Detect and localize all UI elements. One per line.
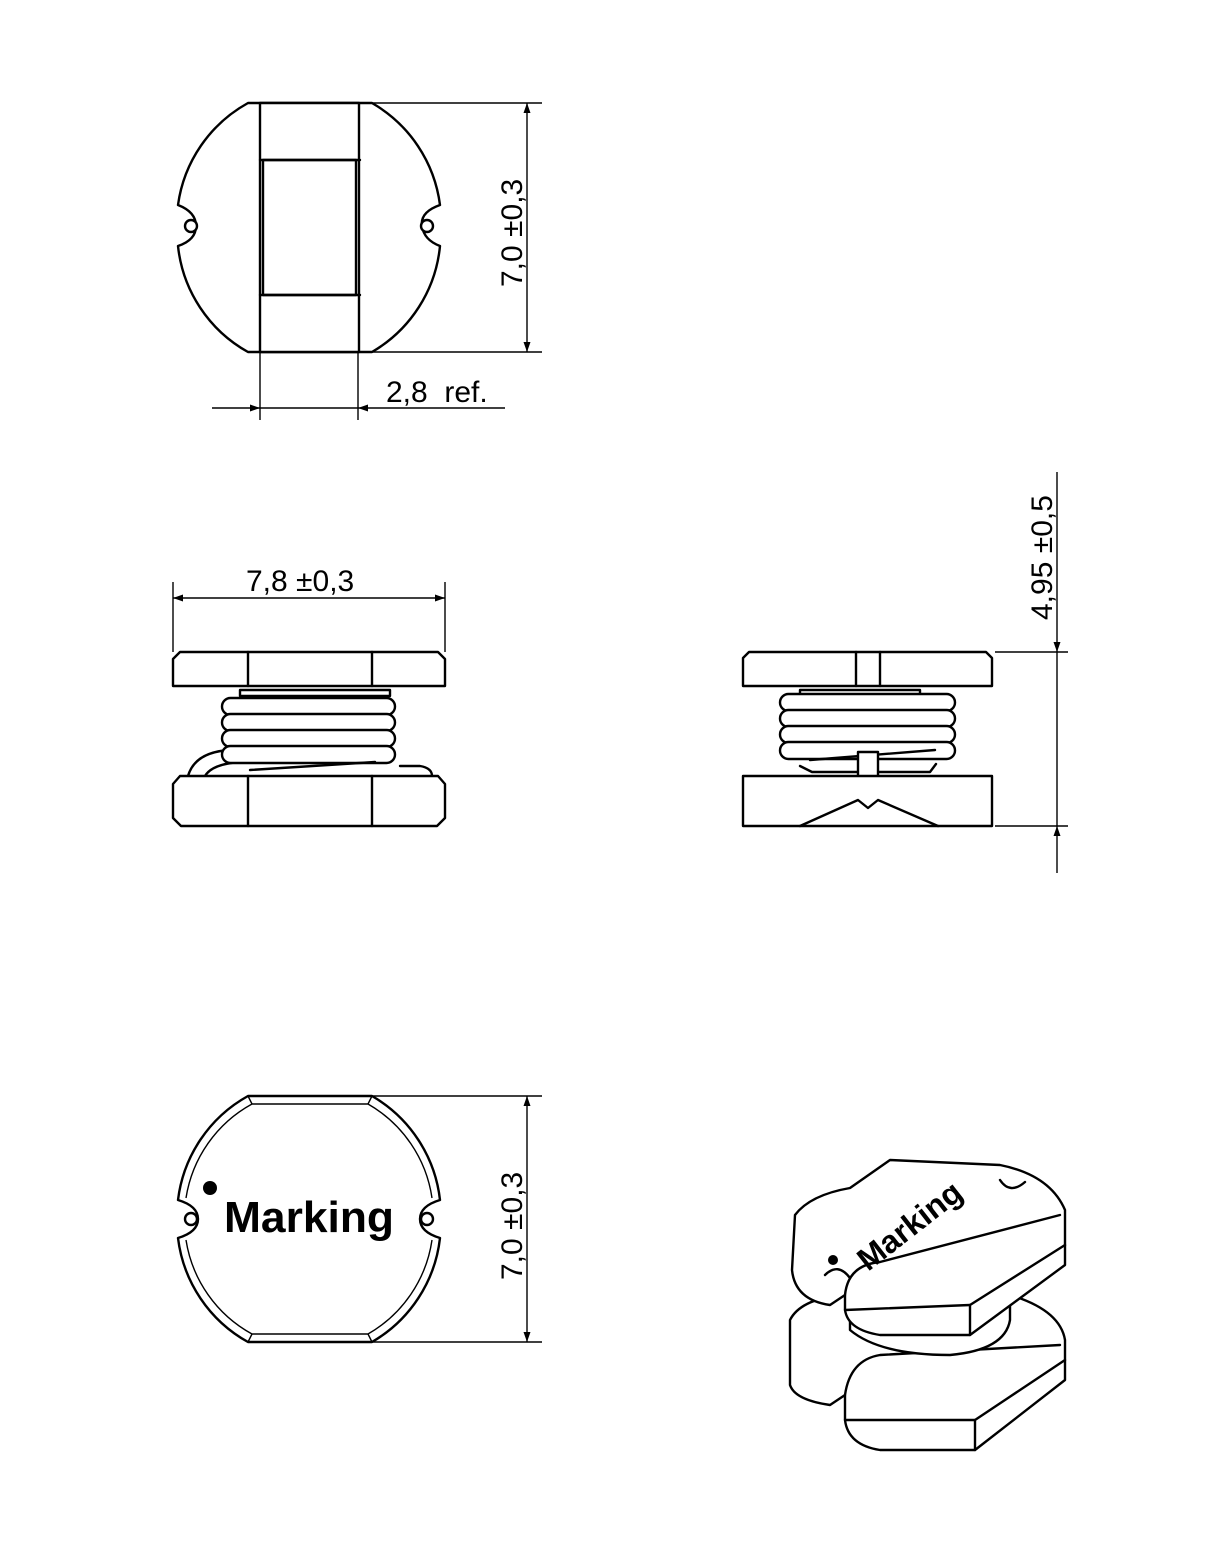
top-view: Marking 7,0 ±0,3	[176, 1094, 542, 1344]
dim-top-height: 7,0 ±0,3	[496, 179, 529, 287]
core	[258, 101, 361, 354]
marking-label: Marking	[224, 1193, 394, 1242]
side-view: 4,95 ±0,5	[741, 472, 1068, 873]
dim-bottom-height: 7,0 ±0,3	[496, 1172, 529, 1280]
dim-core-width: 2,8 ref.	[386, 376, 488, 409]
polarity-dot-3d	[828, 1255, 838, 1265]
dim-total-height: 4,95 ±0,5	[1026, 495, 1059, 620]
dim-side-width: 7,8 ±0,3	[246, 565, 354, 598]
coil-windings	[220, 688, 397, 772]
front-view: 7,8 ±0,3	[171, 565, 447, 828]
isometric-view: Marking	[788, 1158, 1067, 1452]
polarity-dot	[203, 1181, 217, 1195]
section-view: 7,0 ±0,3 2,8 ref.	[176, 101, 542, 420]
